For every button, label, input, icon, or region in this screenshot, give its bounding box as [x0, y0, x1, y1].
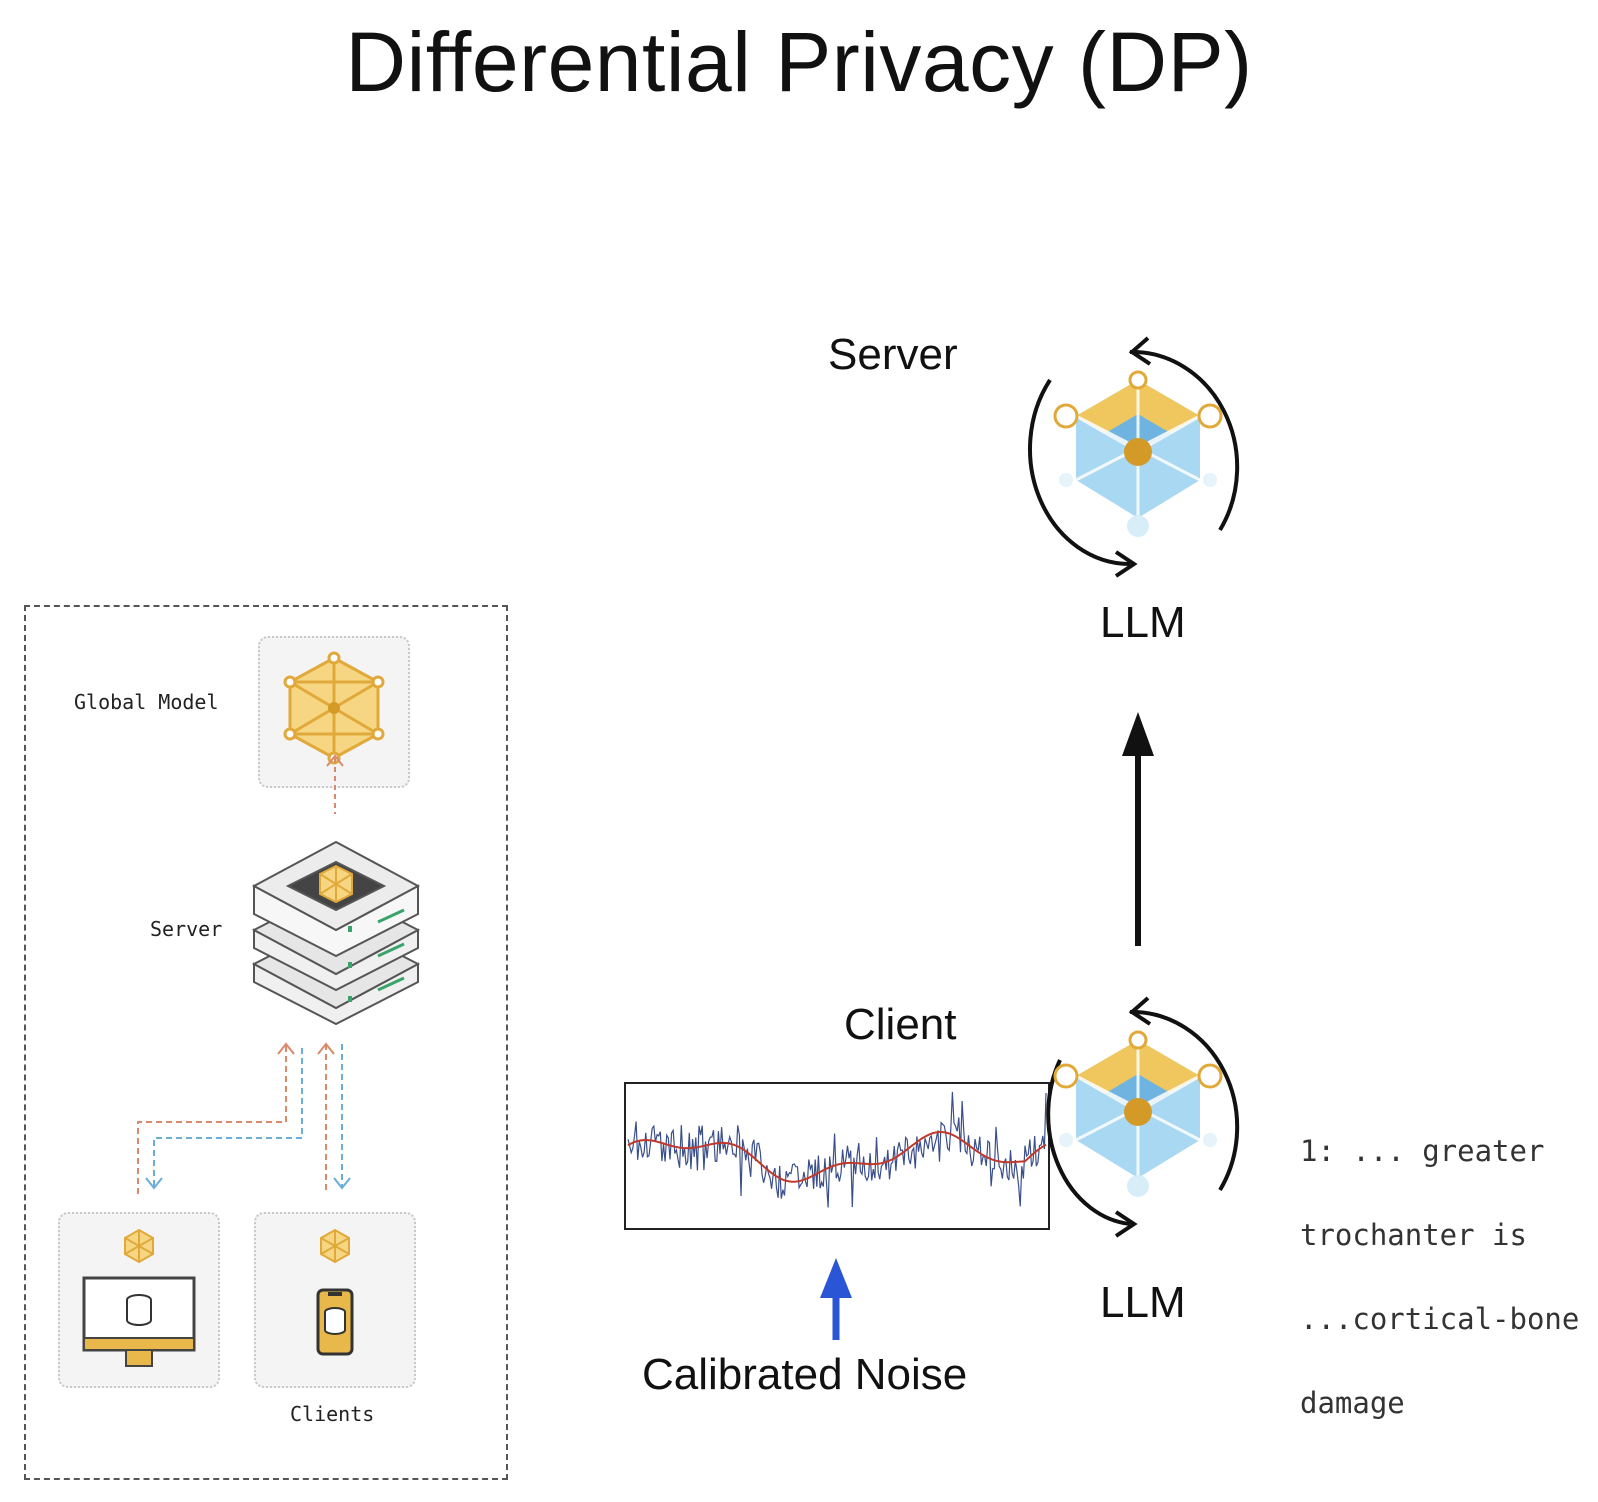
noise-arrow — [820, 1258, 852, 1340]
calibrated-noise-label: Calibrated Noise — [642, 1350, 968, 1399]
server-llm-icon — [1028, 336, 1240, 578]
annotation-line: trochanter is — [1300, 1218, 1527, 1252]
client-server-dashed-arrows — [137, 1042, 351, 1194]
global-model-up-arrow — [326, 754, 344, 814]
federated-learning-panel — [24, 605, 508, 1480]
server-llm-label: LLM — [1100, 598, 1186, 647]
global-model-label: Global Model — [74, 690, 219, 714]
dp-server-label: Server — [828, 330, 958, 379]
annotation-line: ...cortical-bone — [1300, 1302, 1580, 1336]
dp-client-label: Client — [844, 1000, 957, 1049]
model-network-icon — [283, 651, 385, 765]
noisy-signal-line — [627, 1091, 1047, 1208]
client-to-server-arrow — [1122, 712, 1154, 946]
client-tile-phone — [254, 1212, 416, 1388]
client-llm-icon — [1046, 996, 1240, 1238]
server-stack-icon — [251, 840, 421, 1026]
client-tile-desktop — [58, 1212, 220, 1388]
smoothed-signal-line — [627, 1131, 1047, 1183]
noisy-signal-plot — [627, 1091, 1047, 1208]
annotation-line: 1: ... greater — [1300, 1134, 1545, 1168]
client-llm-label: LLM — [1100, 1278, 1186, 1327]
fl-clients-label: Clients — [290, 1402, 375, 1426]
annotation-line: damage — [1300, 1386, 1405, 1420]
fl-server-label: Server — [150, 917, 223, 941]
desktop-client-icon — [82, 1228, 196, 1367]
phone-client-icon — [316, 1228, 354, 1356]
model-output-annotation: 1: ... greater trochanter is ...cortical… — [1300, 1088, 1598, 1466]
noisy-signal-chart — [624, 1082, 1050, 1230]
page-title: Differential Privacy (DP) — [345, 15, 1253, 109]
